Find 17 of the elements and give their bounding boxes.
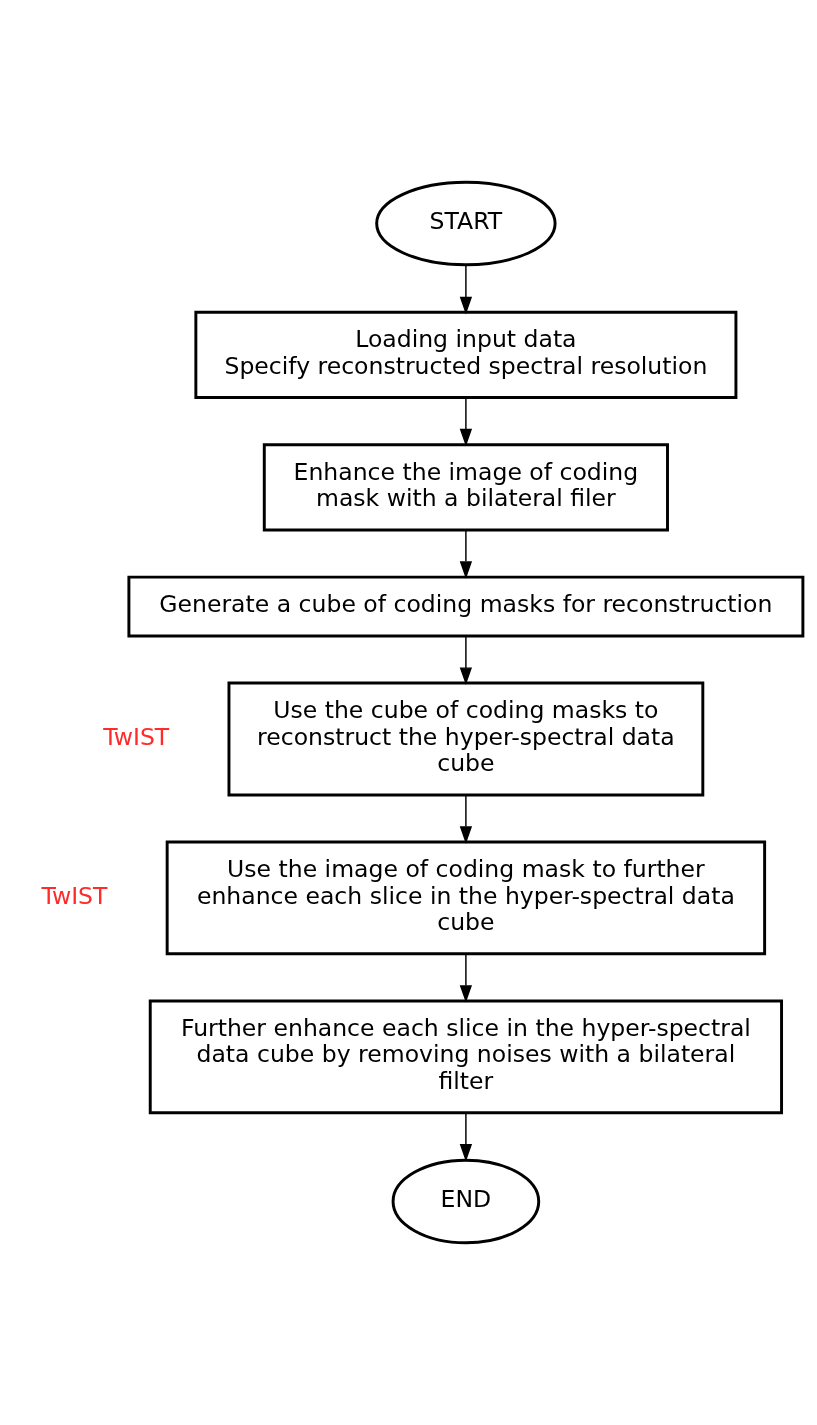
arrow <box>459 529 473 579</box>
node-box: Generate a cube of coding masks for reconstruction <box>127 575 805 638</box>
arrow <box>459 953 473 1003</box>
node-ellipse: END <box>391 1158 541 1245</box>
arrow <box>459 794 473 844</box>
node-box: Use the image of coding mask to further enhance each slice in the hyper-spectral data cube <box>165 840 767 956</box>
arrow <box>459 635 473 686</box>
node-box: Loading input data Specify reconstructed spectral resolution <box>194 310 738 400</box>
arrow <box>459 264 473 315</box>
arrow <box>459 397 473 447</box>
node-box: Use the cube of coding masks to reconstruct the hyper-spectral data cube <box>227 681 705 797</box>
arrow <box>459 1112 473 1162</box>
node-box: Enhance the image of coding mask with a bilateral filer <box>262 443 669 532</box>
node-label: TwIST <box>41 881 108 910</box>
node-ellipse: START <box>375 180 557 267</box>
node-box: Further enhance each slice in the hyper-spectral data cube by removing noises with a bilateral filter <box>148 999 783 1115</box>
node-label: TwIST <box>103 722 170 751</box>
